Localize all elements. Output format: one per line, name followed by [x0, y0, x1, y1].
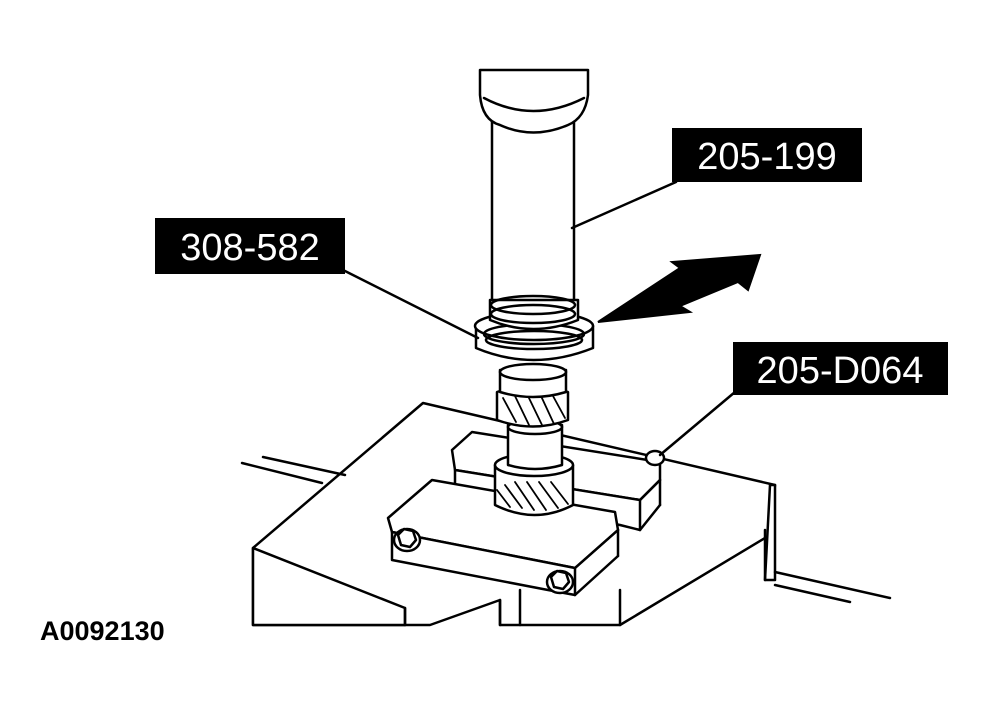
callout-308-582: 308-582: [155, 218, 345, 274]
press-tube: [478, 68, 590, 331]
gear-shaft: [493, 362, 575, 517]
callout-205-199: 205-199: [672, 128, 862, 182]
callout-205-d064: 205-D064: [733, 342, 948, 395]
leader-lines: [341, 180, 737, 457]
callout-308-582-text: 308-582: [180, 227, 319, 269]
callout-205-d064-text: 205-D064: [757, 350, 924, 392]
force-arrow: [597, 253, 762, 323]
figure-id: A0092130: [40, 616, 165, 646]
callout-205-199-text: 205-199: [697, 136, 836, 178]
